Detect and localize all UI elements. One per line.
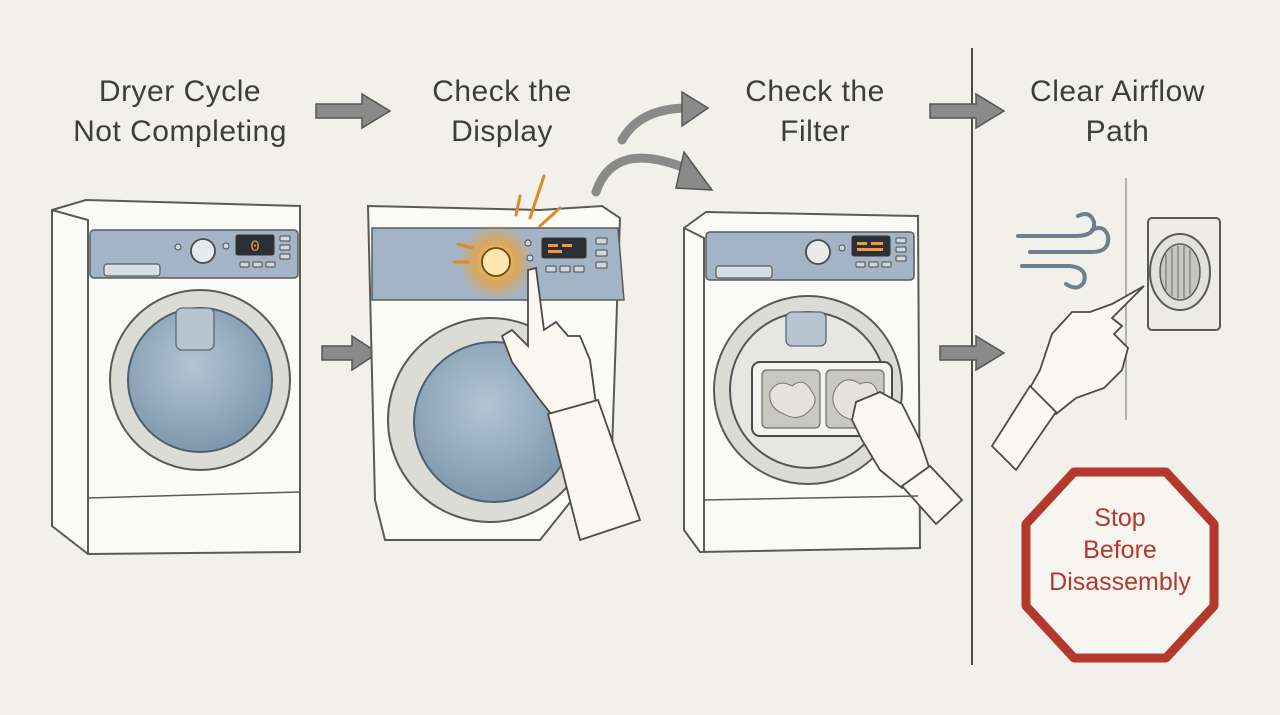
arrow-mid-1 bbox=[321, 334, 380, 372]
arrow-top-3 bbox=[929, 92, 1006, 130]
dryer-1-knob bbox=[190, 238, 216, 264]
dryer-1-drum-vent bbox=[175, 307, 215, 351]
step-3-title: Check the Filter bbox=[745, 75, 885, 148]
dryer-1-display-digit: 0 bbox=[250, 238, 260, 256]
pressing-sleeve bbox=[546, 398, 642, 542]
dryer-1-handle bbox=[103, 263, 161, 277]
dryer-2-display-segments bbox=[548, 244, 572, 253]
filter-sleeve bbox=[900, 464, 964, 526]
wall-vent-icon bbox=[1147, 217, 1221, 331]
step-1-title: Dryer Cycle Not Completing bbox=[73, 75, 287, 148]
step-4-title: Clear Airflow Path bbox=[1030, 75, 1205, 148]
dryer-2 bbox=[366, 174, 642, 542]
arrow-mid-2 bbox=[939, 334, 1006, 372]
dryer-2-display bbox=[541, 237, 587, 259]
wind-icon bbox=[1016, 212, 1111, 290]
dryer-3-display-segments bbox=[857, 242, 883, 251]
curved-arrow-lower-head bbox=[675, 150, 714, 191]
dryer-2-knob bbox=[481, 247, 511, 277]
arrow-top-1 bbox=[315, 92, 392, 130]
pointing-sleeve bbox=[990, 384, 1058, 472]
curved-arrow-lower bbox=[591, 153, 695, 197]
airflow-scene bbox=[990, 178, 1221, 472]
stop-sign-text: Stop Before Disassembly bbox=[1049, 504, 1191, 596]
dryer-3 bbox=[683, 210, 964, 554]
dryer-3-handle bbox=[715, 265, 773, 279]
dryer-1-display bbox=[235, 234, 275, 256]
dryer-3-buttons bbox=[838, 237, 907, 268]
stop-sign-icon bbox=[1021, 467, 1219, 663]
step-2-title: Check the Display bbox=[432, 75, 572, 148]
dryer-3-display bbox=[851, 235, 891, 257]
glow-rays bbox=[452, 174, 562, 264]
lint-clump-left bbox=[769, 381, 816, 418]
dryer-3-knob bbox=[805, 239, 831, 265]
dryer-1: 0 bbox=[51, 198, 301, 556]
dryer-1-buttons bbox=[174, 235, 291, 268]
curved-arrow-upper bbox=[617, 103, 693, 145]
dryer-3-drum-vent bbox=[785, 311, 827, 347]
curved-arrow-upper-head bbox=[681, 90, 710, 128]
pointing-hand bbox=[1028, 285, 1145, 416]
dryer-2-buttons bbox=[524, 237, 608, 273]
